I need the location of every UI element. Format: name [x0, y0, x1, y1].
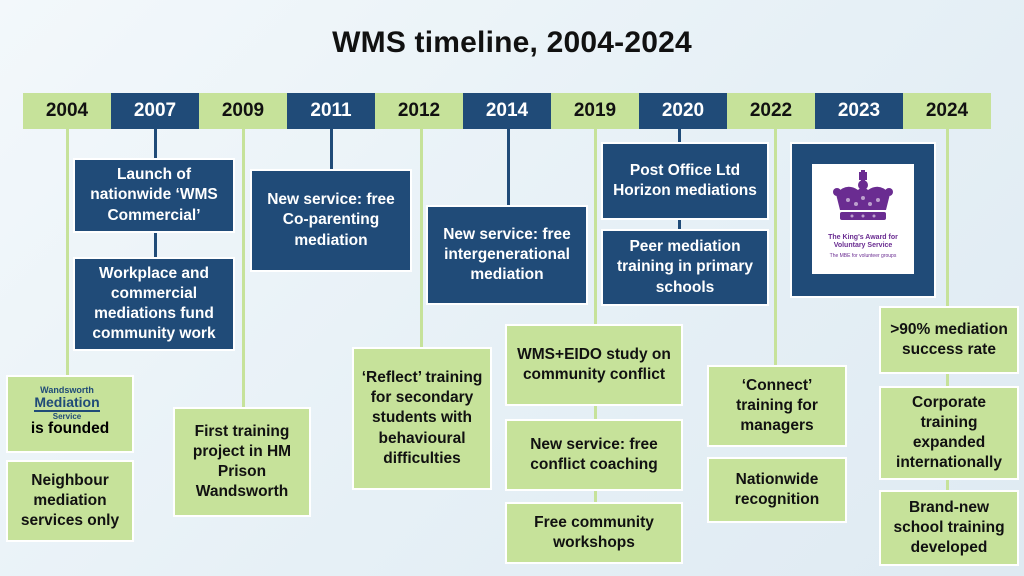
connector-2009: [242, 129, 245, 409]
logo-main-text: Mediation: [34, 394, 100, 412]
kings-award-frame: The King's Award for Voluntary Service T…: [790, 142, 936, 298]
event-community-conflict-study: WMS+EIDO study on community conflict: [505, 324, 683, 406]
page-title: WMS timeline, 2004-2024: [332, 26, 692, 59]
year-2009: 2009: [199, 93, 287, 129]
event-wms-commercial: Launch of nationwide ‘WMS Commercial’: [73, 158, 235, 233]
year-2004: 2004: [23, 93, 111, 129]
year-2023: 2023: [815, 93, 903, 129]
wms-logo: Wandsworth Mediation Service: [8, 378, 126, 428]
event-workplace-mediations: Workplace and commercial mediations fund…: [73, 257, 235, 351]
founded-text: is founded: [30, 420, 110, 437]
event-post-office-mediations: Post Office Ltd Horizon mediations: [601, 142, 769, 220]
event-hm-prison-training: First training project in HM Prison Wand…: [173, 407, 311, 517]
award-subtitle: The MBE for volunteer groups: [829, 252, 897, 259]
year-2007: 2007: [111, 93, 199, 129]
founded-card: [6, 375, 134, 453]
event-reflect-training: ‘Reflect’ training for secondary student…: [352, 347, 492, 490]
connector-2011: [330, 129, 333, 171]
year-2020: 2020: [639, 93, 727, 129]
event-community-workshops: Free community workshops: [505, 502, 683, 564]
event-intergenerational-mediation: New service: free intergenerational medi…: [426, 205, 588, 305]
kings-award-badge: The King's Award for Voluntary Service T…: [812, 164, 914, 274]
year-2014: 2014: [463, 93, 551, 129]
connector-2004: [66, 129, 69, 379]
logo-sub-text: Service: [52, 411, 82, 421]
logo-top-text: Wandsworth: [40, 385, 94, 396]
year-2022: 2022: [727, 93, 815, 129]
connector-2012: [420, 129, 423, 351]
crown-icon: [833, 170, 893, 220]
event-connect-training: ‘Connect’ training for managers: [707, 365, 847, 447]
award-title: The King's Award for Voluntary Service: [828, 234, 898, 250]
year-2011: 2011: [287, 93, 375, 129]
year-2019: 2019: [551, 93, 639, 129]
connector-2022: [774, 129, 777, 369]
event-success-rate: >90% mediation success rate: [879, 306, 1019, 374]
event-coparenting-mediation: New service: free Co-parenting mediation: [250, 169, 412, 272]
event-corporate-training: Corporate training expanded internationa…: [879, 386, 1019, 480]
year-2012: 2012: [375, 93, 463, 129]
year-2024: 2024: [903, 93, 991, 129]
connector-2019: [594, 129, 597, 514]
connector-2014: [507, 129, 510, 207]
event-school-training: Brand-new school training developed: [879, 490, 1019, 566]
event-nationwide-recognition: Nationwide recognition: [707, 457, 847, 523]
event-peer-mediation-training: Peer mediation training in primary schoo…: [601, 229, 769, 306]
event-conflict-coaching: New service: free conflict coaching: [505, 419, 683, 491]
event-neighbour-mediation: Neighbour mediation services only: [6, 460, 134, 542]
